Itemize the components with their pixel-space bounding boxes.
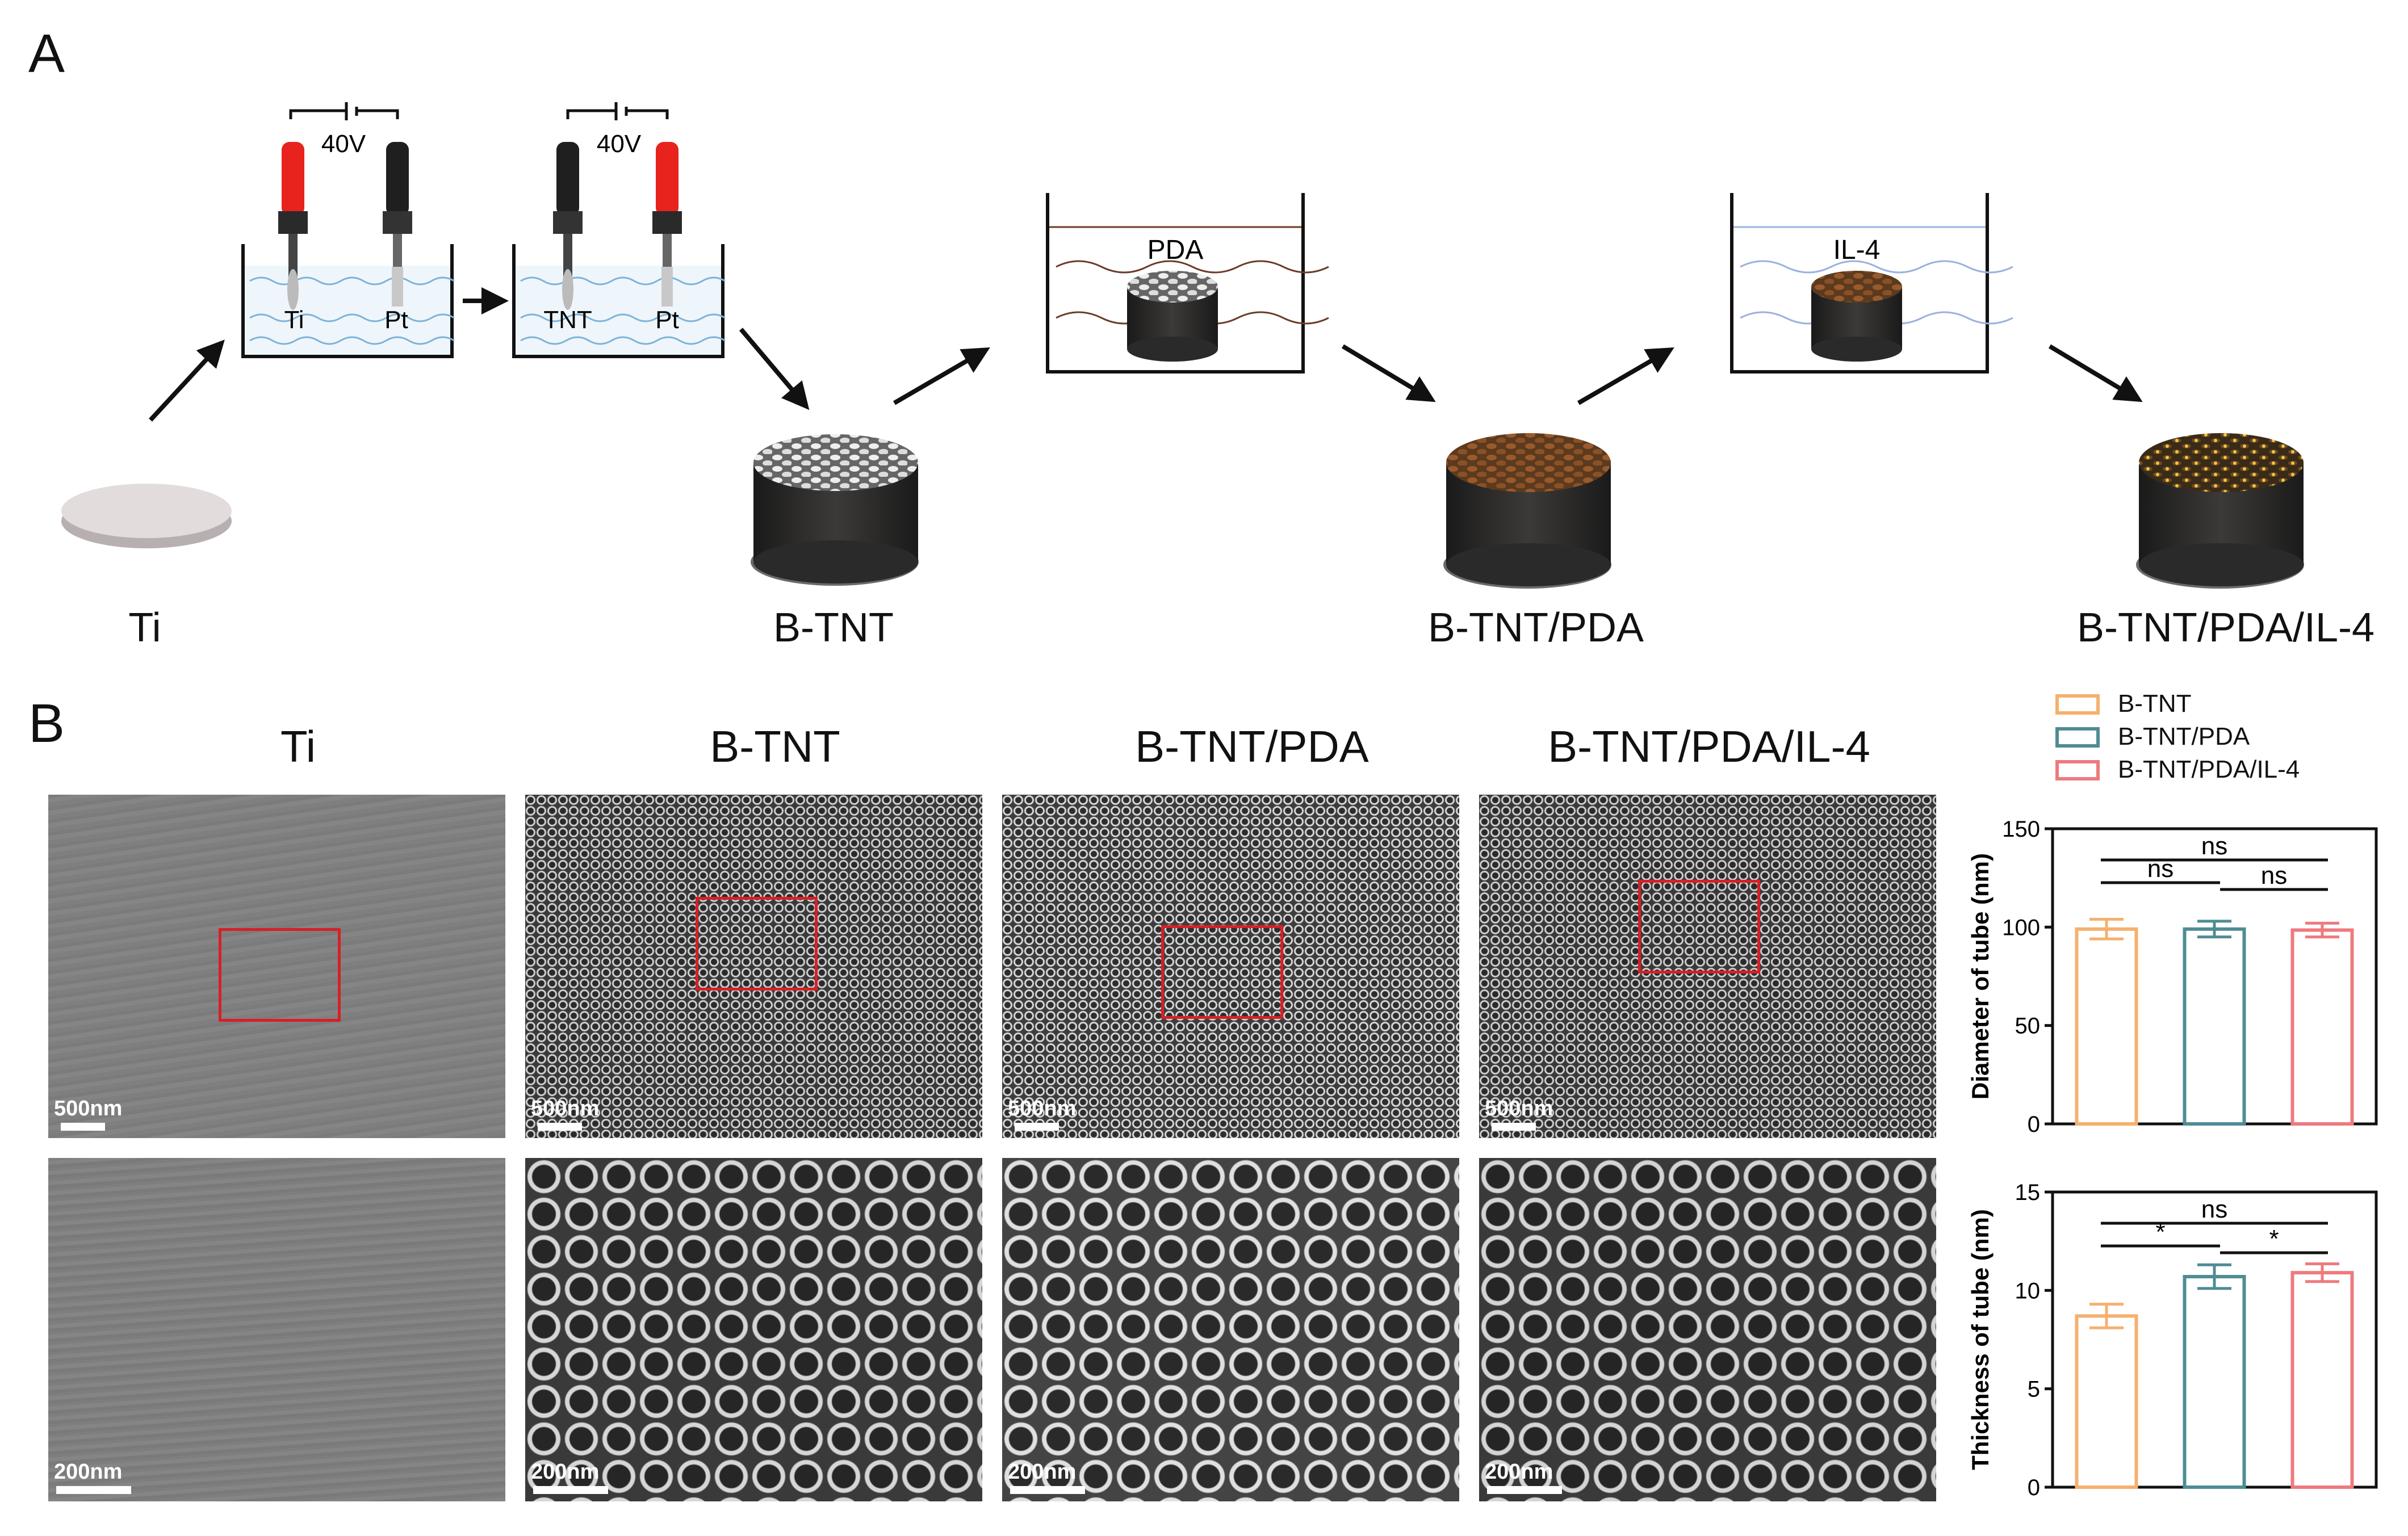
stage-label-b-tnt-pda: B-TNT/PDA [1427, 605, 1644, 651]
legend-label: B-TNT/PDA/IL-4 [2118, 756, 2300, 783]
arrow-3 [739, 328, 810, 410]
panel-b-label: B [28, 693, 65, 754]
arrow-5 [1341, 344, 1436, 402]
cell1-electrode-left: Ti [284, 306, 304, 334]
ti-disk [61, 484, 232, 548]
scale-bar [61, 1123, 105, 1131]
scale-label: 200nm [1485, 1460, 1553, 1484]
column-title-b-tnt-pda-il4: B-TNT/PDA/IL-4 [1548, 721, 1870, 771]
y-tick-label: 15 [2015, 1181, 2041, 1205]
scale-bar [1492, 1123, 1536, 1131]
significance-label: ns [2201, 1195, 2227, 1223]
y-tick-label: 100 [2002, 915, 2040, 940]
column-title-b-tnt: B-TNT [710, 721, 840, 771]
sem-b-tnt-high-mag: 200nm [525, 1158, 982, 1501]
legend-label: B-TNT/PDA [2118, 723, 2250, 750]
y-axis-label: Diameter of tube (nm) [1967, 853, 1994, 1099]
zoom-region-box [1161, 925, 1283, 1019]
cell1-voltage: 40V [321, 130, 366, 158]
sem-b-tnt-low-mag: 500nm [525, 795, 982, 1138]
y-tick-label: 0 [2028, 1475, 2040, 1500]
electrolytic-cell-2 [512, 102, 726, 358]
scale-label: 500nm [531, 1097, 600, 1120]
scale-label: 200nm [1008, 1460, 1077, 1484]
scale-bar [533, 1486, 608, 1494]
beaker-il4-label: IL-4 [1833, 235, 1881, 265]
sem-b-tnt-pda-il4-high-mag: 200nm [1479, 1158, 1936, 1501]
stage-label-b-tnt: B-TNT [773, 605, 894, 651]
column-title-b-tnt-pda: B-TNT/PDA [1135, 721, 1369, 771]
arrow-4 [893, 347, 990, 405]
scale-label: 200nm [531, 1460, 600, 1484]
significance-label: ns [2261, 862, 2287, 889]
bar-2 [2290, 928, 2354, 1126]
cell1-electrode-right: Pt [384, 306, 408, 334]
b-tnt-pda-il4-cylinder [2136, 433, 2304, 589]
scale-label: 200nm [54, 1460, 123, 1484]
legend-swatch [2055, 694, 2100, 715]
y-tick-label: 50 [2015, 1014, 2041, 1039]
beaker-pda-label: PDA [1148, 235, 1204, 265]
zoom-region-box [1638, 880, 1760, 973]
y-axis-label: Thickness of tube (nm) [1967, 1209, 1994, 1470]
bar-1 [2183, 1275, 2246, 1489]
sem-b-tnt-pda-low-mag: 500nm [1002, 795, 1459, 1138]
stage-label-ti: Ti [128, 605, 161, 651]
arrow-1 [149, 339, 225, 422]
cell2-electrode-right: Pt [655, 306, 679, 334]
y-tick-label: 150 [2002, 817, 2040, 842]
bar-0 [2075, 927, 2138, 1126]
panel-a-schematic: 40V Ti Pt 40V TNT Pt PD [61, 102, 2304, 589]
sem-ti-low-mag: 500nm [48, 795, 505, 1138]
panel-a-label: A [28, 23, 65, 84]
bar-0 [2075, 1314, 2138, 1489]
significance-label: ns [2147, 855, 2174, 883]
cell2-electrode-left: TNT [543, 306, 592, 334]
beaker-il4 [1730, 193, 2013, 373]
significance-label: ns [2201, 832, 2227, 860]
significance-label: * [2155, 1218, 2165, 1246]
scale-label: 500nm [1008, 1097, 1077, 1120]
significance-label: * [2269, 1225, 2279, 1253]
bar-1 [2183, 927, 2246, 1126]
scale-bar [56, 1486, 131, 1494]
y-tick-label: 0 [2028, 1112, 2040, 1137]
scale-bar [538, 1123, 582, 1131]
scale-bar [1015, 1123, 1059, 1131]
legend-swatch [2055, 727, 2100, 748]
arrow-6 [1577, 347, 1674, 405]
scale-bar [1487, 1486, 1562, 1494]
sem-ti-high-mag: 200nm [48, 1158, 505, 1501]
bar-2 [2290, 1271, 2354, 1489]
b-tnt-pda-cylinder [1443, 433, 1611, 589]
legend-label: B-TNT [2118, 690, 2192, 717]
zoom-region-box [696, 897, 818, 991]
zoom-region-box [219, 928, 341, 1022]
y-tick-label: 5 [2028, 1377, 2040, 1402]
column-title-ti: Ti [280, 721, 316, 771]
legend-swatch [2055, 760, 2100, 780]
beaker-pda [1046, 193, 1329, 373]
plot-frame [2051, 827, 2378, 1126]
sem-b-tnt-pda-high-mag: 200nm [1002, 1158, 1459, 1501]
scale-bar [1010, 1486, 1085, 1494]
y-tick-label: 10 [2015, 1278, 2041, 1303]
stage-label-b-tnt-pda-il4: B-TNT/PDA/IL-4 [2076, 605, 2375, 651]
b-tnt-cylinder [751, 434, 919, 586]
scale-label: 500nm [1485, 1097, 1553, 1120]
scale-label: 500nm [54, 1097, 123, 1120]
sem-b-tnt-pda-il4-low-mag: 500nm [1479, 795, 1936, 1138]
arrow-7 [2048, 344, 2143, 402]
plot-frame [2051, 1190, 2378, 1489]
electrolytic-cell-1 [241, 102, 455, 358]
cell2-voltage: 40V [597, 130, 642, 158]
